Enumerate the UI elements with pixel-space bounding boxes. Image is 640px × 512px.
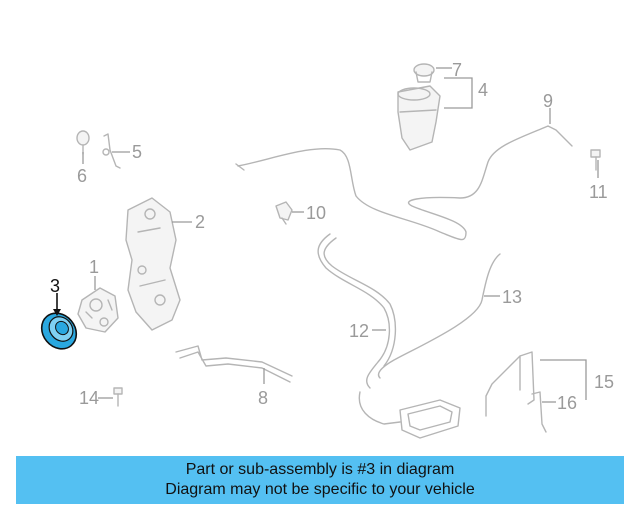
part-16-bracket[interactable] — [531, 391, 547, 433]
banner-line-1: Part or sub-assembly is #3 in diagram — [185, 461, 455, 478]
part-12-return-line[interactable] — [317, 233, 397, 389]
banner-line-2: Diagram may not be specific to your vehi… — [165, 481, 475, 498]
pressure-line[interactable] — [237, 125, 573, 241]
part-7-cap[interactable] — [413, 63, 435, 83]
leader-4 — [444, 77, 473, 109]
callout-14[interactable]: 14 — [79, 388, 99, 408]
callout-16[interactable]: 16 — [557, 393, 577, 413]
part-11-bolt[interactable] — [590, 149, 601, 171]
callout-4[interactable]: 4 — [478, 80, 488, 100]
callout-11[interactable]: 11 — [589, 182, 608, 202]
part-1-pump[interactable] — [77, 287, 119, 333]
part-4-reservoir[interactable] — [397, 85, 441, 151]
callout-15[interactable]: 15 — [594, 372, 614, 392]
part-15-bracket[interactable] — [485, 351, 535, 417]
part-6-grommet[interactable] — [76, 130, 90, 155]
leader-15 — [540, 359, 587, 400]
callout-2[interactable]: 2 — [195, 212, 205, 232]
part-14-bolt[interactable] — [113, 387, 123, 407]
part-13-line[interactable] — [377, 253, 501, 379]
callout-6[interactable]: 6 — [77, 166, 87, 186]
part-5-clip[interactable] — [102, 133, 121, 169]
callout-1[interactable]: 1 — [89, 257, 99, 277]
part-2-bracket[interactable] — [125, 197, 181, 331]
callout-7[interactable]: 7 — [452, 60, 462, 80]
cooler[interactable] — [358, 391, 461, 439]
callout-9[interactable]: 9 — [543, 91, 553, 111]
callout-3[interactable]: 3 — [50, 276, 60, 296]
part-10-fitting[interactable] — [275, 201, 293, 225]
callout-8[interactable]: 8 — [258, 388, 268, 408]
callout-12[interactable]: 12 — [349, 321, 369, 341]
part-3-pulley[interactable] — [35, 306, 84, 356]
part-8-hose[interactable] — [175, 345, 293, 383]
info-banner: Part or sub-assembly is #3 in diagram Di… — [16, 456, 624, 504]
callout-13[interactable]: 13 — [502, 287, 522, 307]
callout-5[interactable]: 5 — [132, 142, 142, 162]
callout-10[interactable]: 10 — [306, 203, 326, 223]
leader-3-arrow — [53, 309, 61, 316]
